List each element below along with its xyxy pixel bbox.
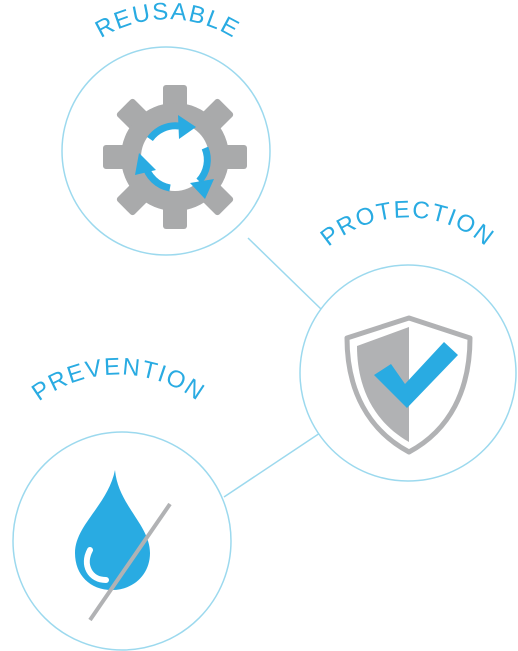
connector-line-protection-prevention bbox=[223, 432, 321, 498]
prevention-label: PREVENTION bbox=[27, 353, 210, 406]
shield-check-icon bbox=[344, 315, 473, 455]
protection-label: PROTECTION bbox=[316, 196, 500, 252]
gear-recycle-icon bbox=[103, 85, 247, 229]
water-drop-icon bbox=[75, 470, 172, 622]
connector-line-reusable-protection bbox=[247, 237, 323, 311]
reusable-label: REUSABLE bbox=[91, 0, 244, 44]
